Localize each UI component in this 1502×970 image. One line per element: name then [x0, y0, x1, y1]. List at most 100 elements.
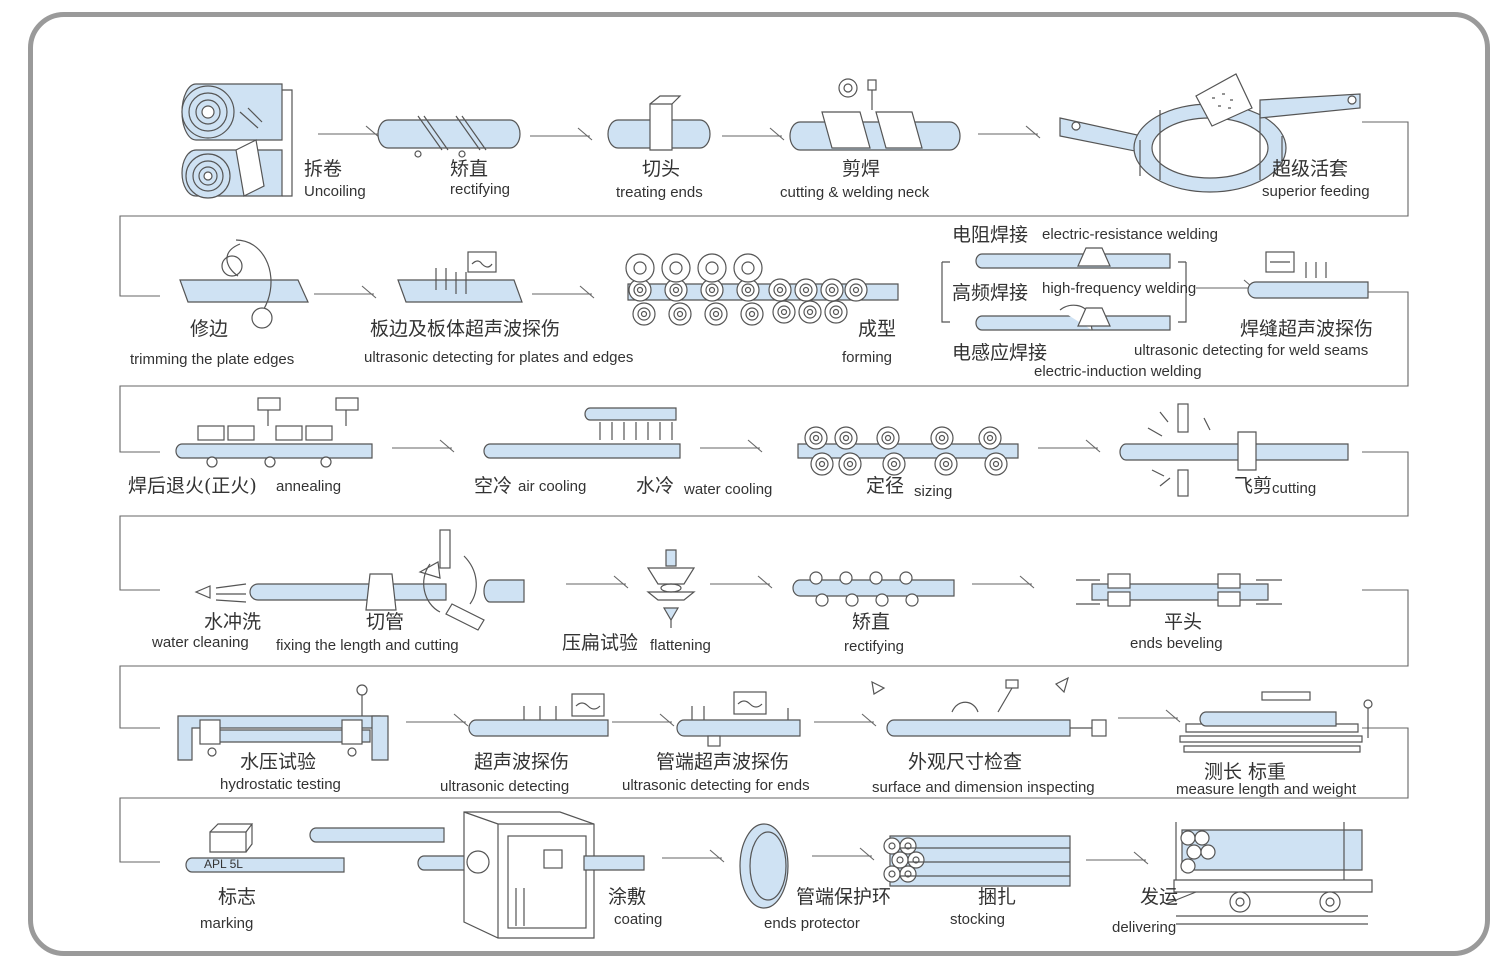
rectifying1-en-label: rectifying	[450, 181, 511, 198]
annealing-en-label: annealing	[276, 478, 342, 495]
ultrasonic-detecting-cn-label: 超声波探伤	[474, 751, 570, 773]
flow-arrow-13	[971, 575, 1035, 589]
air-cooling-illustration	[483, 407, 681, 459]
cutting-welding-cn-label: 剪焊	[842, 158, 881, 180]
flying-cutting-illustration	[1119, 403, 1349, 497]
stocking-cn-label: 捆扎	[978, 886, 1017, 908]
measure-illustration	[1179, 691, 1373, 753]
flow-line-row5-to-row6	[119, 727, 1409, 863]
hydrostatic-cn-label: 水压试验	[240, 751, 317, 773]
flying-cutting-cn-label: 飞剪	[1234, 475, 1273, 497]
flow-line-row3-to-row4	[119, 451, 1409, 591]
flattening-en-label: flattening	[650, 637, 711, 654]
air-cooling-cn-label: 空冷	[474, 475, 513, 497]
ultrasonic-plates-en-label: ultrasonic detecting for plates and edge…	[364, 349, 634, 366]
ultrasonic-detecting-illustration	[468, 693, 609, 737]
marking-cn-label: 标志	[218, 886, 257, 908]
ultrasonic-detecting-en-label: ultrasonic detecting	[440, 778, 570, 795]
ultrasonic-ends-cn-label: 管端超声波探伤	[656, 751, 790, 773]
delivering-en-label: delivering	[1112, 919, 1177, 936]
cutting-welding-illustration	[789, 78, 961, 151]
annealing-illustration	[175, 397, 373, 468]
flow-line-row4-to-row5	[119, 589, 1409, 729]
resistance-welding-cn-label: 电阻焊接	[952, 224, 1029, 246]
flow-arrow-8	[391, 439, 455, 453]
flow-arrow-6	[531, 285, 595, 299]
flow-arrow-14	[405, 713, 469, 727]
marking-illustration	[185, 823, 345, 873]
uncoiling-en-label: Uncoiling	[304, 183, 366, 200]
rectifying-illustration	[377, 115, 521, 158]
ends-protector-illustration	[739, 823, 789, 909]
uncoiling-cn-label: 拆卷	[304, 158, 343, 180]
annealing-cn-label: 焊后退火(正火)	[128, 475, 257, 497]
rectifying2-en-label: rectifying	[844, 638, 905, 655]
ultrasonic-seams-en-label: ultrasonic detecting for weld seams	[1134, 342, 1369, 359]
marking-pipe-text: APL 5L	[204, 857, 243, 871]
hf-welding-cn-label: 高频焊接	[952, 282, 1029, 304]
flow-arrow-5	[313, 285, 377, 299]
cutting-welding-en-label: cutting & welding neck	[780, 184, 930, 201]
flow-arrow-11	[565, 575, 629, 589]
ultrasonic-ends-illustration	[676, 691, 801, 747]
forming-illustration	[625, 253, 899, 326]
ends-beveling-en-label: ends beveling	[1130, 635, 1223, 652]
hydrostatic-illustration	[177, 684, 389, 761]
treating-ends-cn-label: 切头	[642, 158, 681, 180]
hf-welding-en-label: high-frequency welding	[1042, 280, 1197, 297]
air-cooling-en-label: air cooling	[518, 478, 587, 495]
flow-arrow-10	[1037, 439, 1101, 453]
flow-arrow-2	[529, 127, 593, 141]
hydrostatic-en-label: hydrostatic testing	[220, 776, 341, 793]
uncoiling-illustration	[181, 83, 293, 199]
induction-welding-cn-label: 电感应焊接	[952, 342, 1048, 364]
sizing-illustration	[797, 426, 1019, 476]
marking-en-label: marking	[200, 915, 254, 932]
forming-en-label: forming	[842, 349, 893, 366]
trimming-illustration	[179, 239, 309, 329]
sizing-en-label: sizing	[914, 483, 953, 500]
flow-line-row2-to-row3	[119, 291, 1409, 453]
water-cleaning-en-label: water cleaning	[152, 634, 249, 651]
flow-arrow-16	[813, 713, 877, 727]
rectifying2-cn-label: 矫直	[852, 611, 891, 633]
flow-arrow-1	[317, 125, 381, 139]
resistance-welding-en-label: electric-resistance welding	[1042, 226, 1218, 243]
ends-protector-cn-label: 管端保护环	[796, 886, 892, 908]
process-frame	[28, 12, 1490, 956]
ends-beveling-cn-label: 平头	[1164, 611, 1203, 633]
flow-arrow-4	[977, 125, 1041, 139]
treating-ends-en-label: treating ends	[616, 184, 703, 201]
water-cooling-cn-label: 水冷	[636, 475, 675, 497]
superior-feeding-cn-label: 超级活套	[1272, 158, 1349, 180]
flow-arrow-19	[811, 847, 875, 861]
flow-arrow-12	[709, 575, 773, 589]
flow-arrow-17	[1117, 709, 1181, 723]
ultrasonic-seams-illustration	[1247, 251, 1369, 299]
flying-cutting-en-label: cutting	[1272, 480, 1317, 497]
stocking-en-label: stocking	[950, 911, 1006, 928]
forming-cn-label: 成型	[858, 318, 897, 340]
inspecting-en-label: surface and dimension inspecting	[872, 779, 1095, 796]
flow-arrow-3	[721, 127, 785, 141]
ends-protector-en-label: ends protector	[764, 915, 860, 932]
ends-beveling-illustration	[1076, 573, 1282, 607]
welding-illustration	[941, 247, 1187, 331]
fixing-length-en-label: fixing the length and cutting	[276, 637, 459, 654]
stocking-illustration	[883, 835, 1071, 887]
coating-illustration	[309, 811, 645, 939]
ultrasonic-seams-cn-label: 焊缝超声波探伤	[1240, 318, 1374, 340]
flow-arrow-18	[661, 849, 725, 863]
rectifying2-illustration	[792, 571, 955, 607]
sizing-cn-label: 定径	[866, 475, 905, 497]
superior-feeding-en-label: superior feeding	[1262, 183, 1370, 200]
induction-welding-en-label: electric-induction welding	[1034, 363, 1202, 380]
ultrasonic-plates-illustration	[397, 251, 523, 303]
measure-cn-label: 测长 标重	[1204, 761, 1287, 783]
flow-arrow-15	[611, 713, 675, 727]
measure-en-label: measure length and weight	[1176, 781, 1357, 798]
delivering-illustration	[1165, 822, 1373, 925]
rectifying1-cn-label: 矫直	[450, 158, 489, 180]
flattening-illustration	[646, 549, 696, 628]
